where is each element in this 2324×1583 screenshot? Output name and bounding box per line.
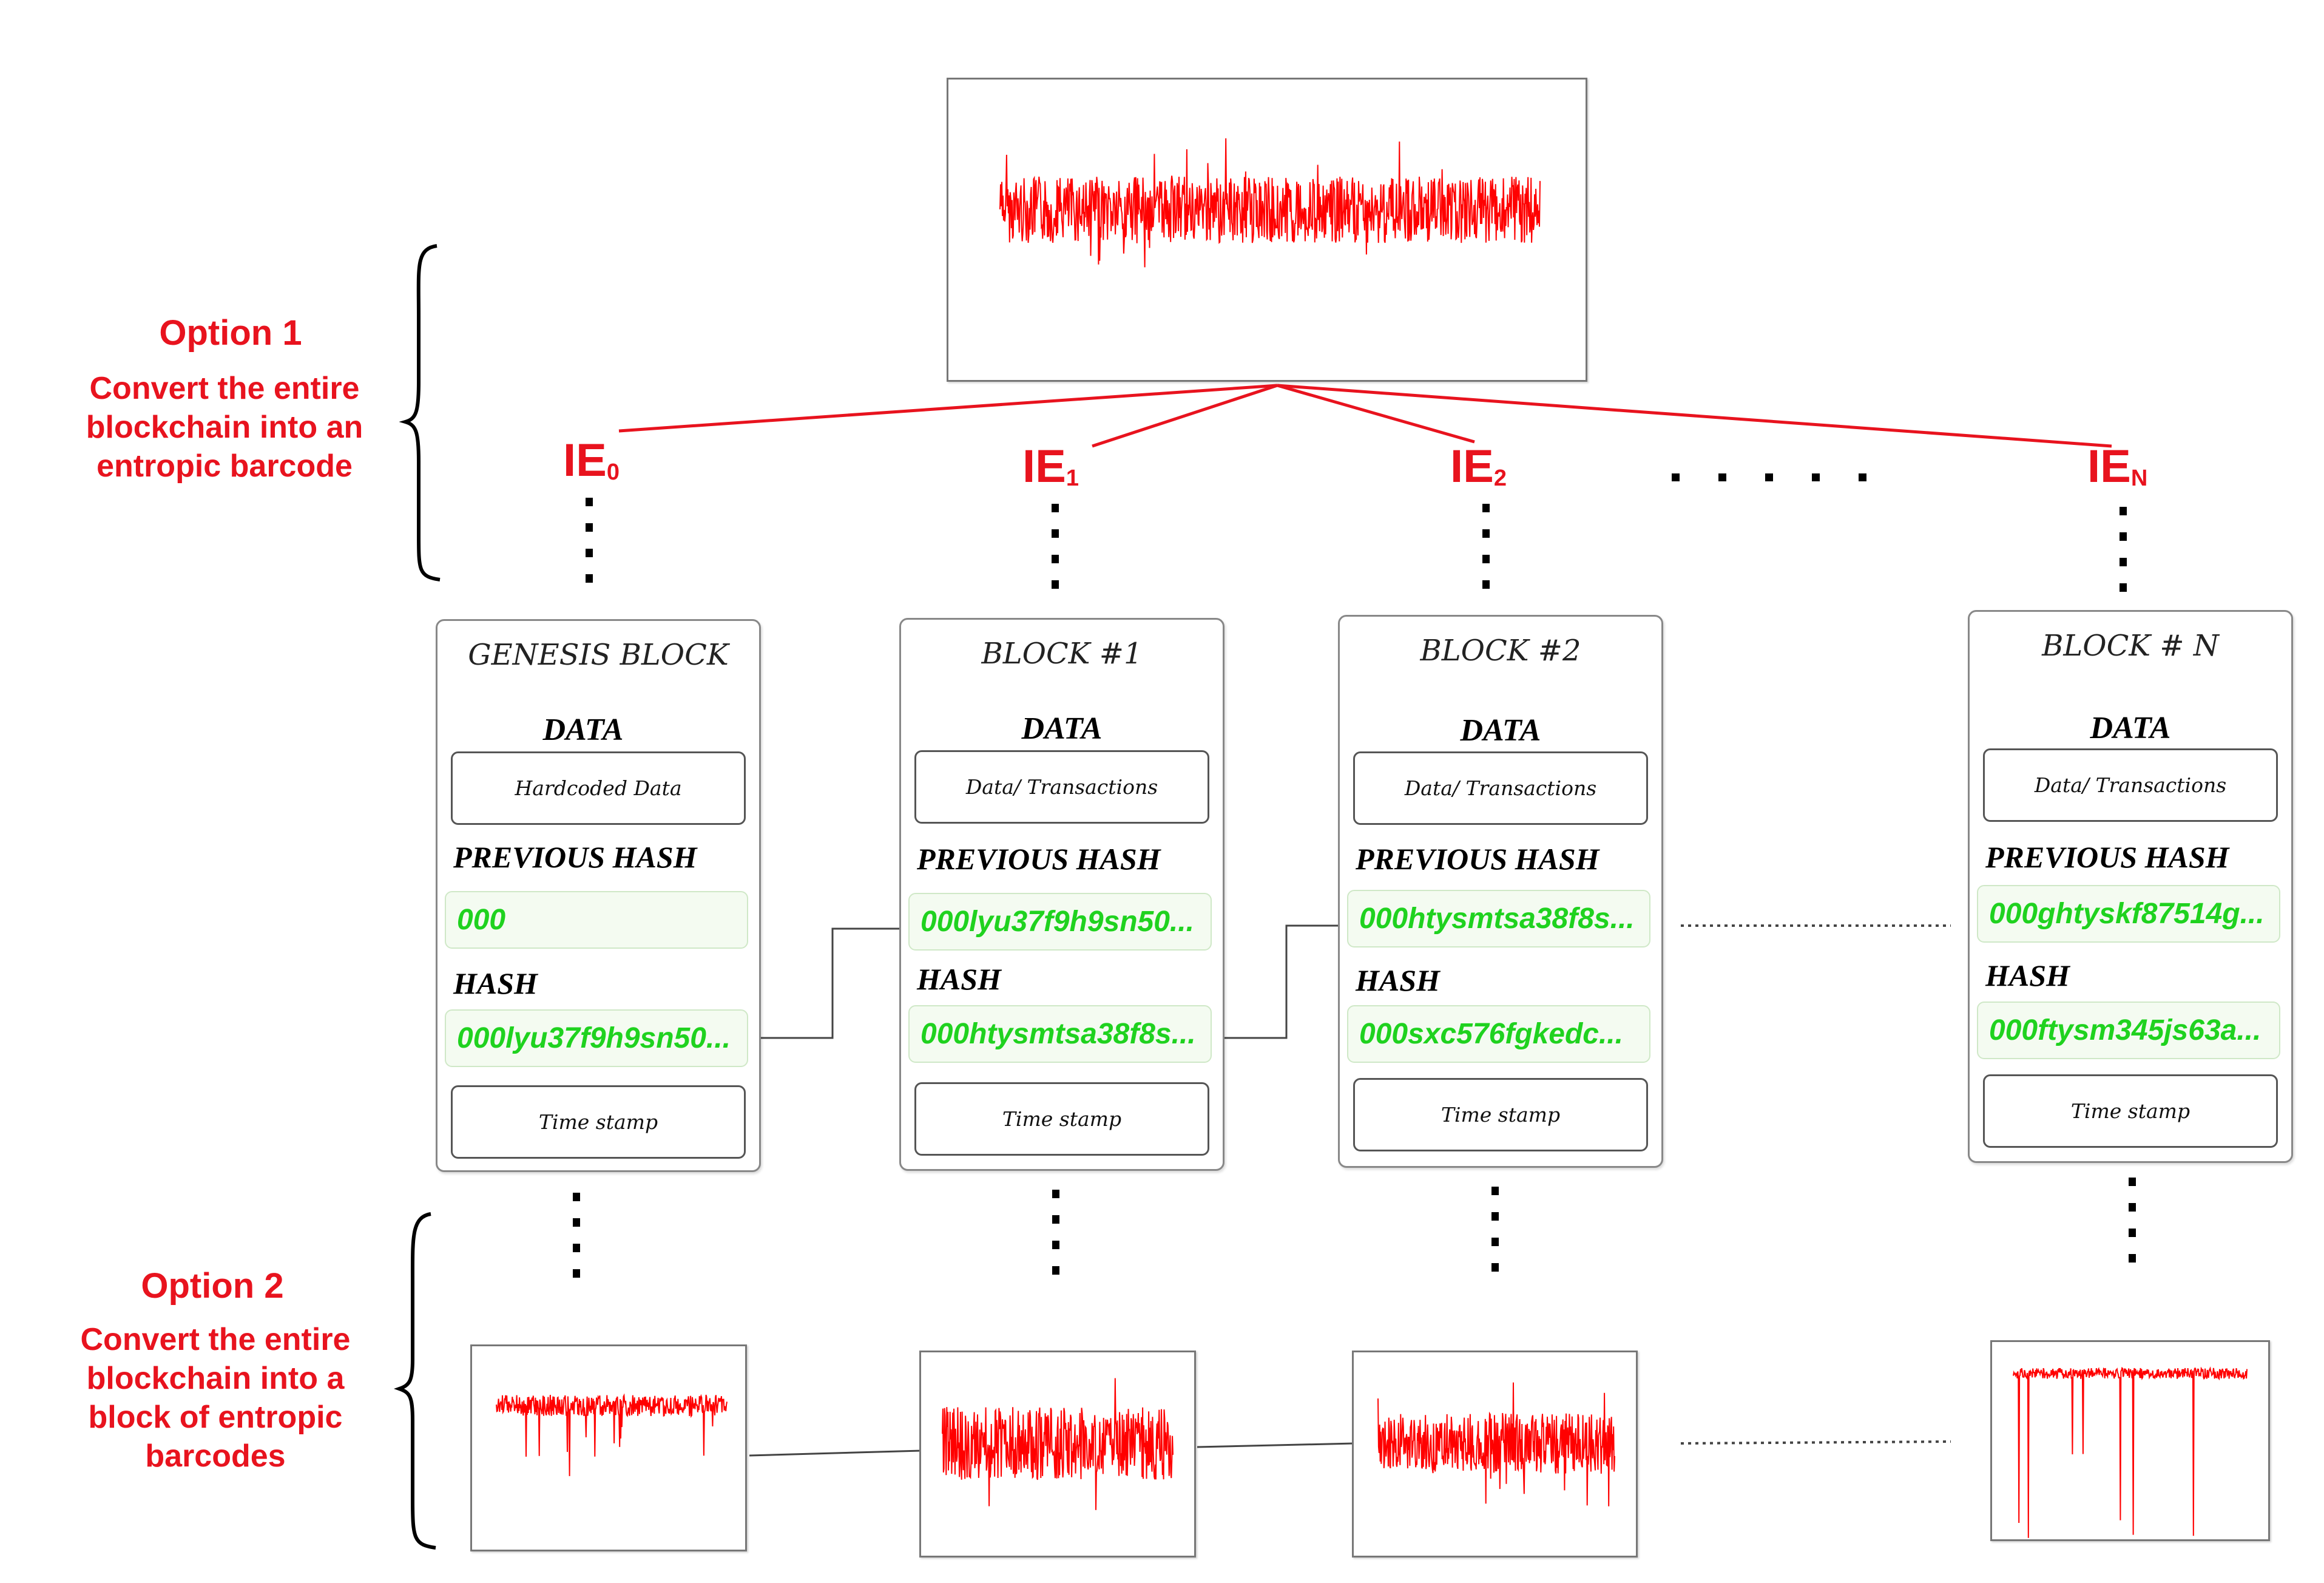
data-label: DATA <box>1021 711 1103 746</box>
option1-description: Convert the entire blockchain into an en… <box>67 369 382 486</box>
option1-title: Option 1 <box>159 313 302 353</box>
data-label: DATA <box>542 713 624 747</box>
option2-desc-line: barcodes <box>145 1439 286 1474</box>
block-title: BLOCK # N <box>2042 629 2219 663</box>
block-signal-line <box>2013 1366 2248 1538</box>
hash-value: 000sxc576fgkedc... <box>1347 1005 1650 1063</box>
timestamp-field: Time stamp <box>451 1085 746 1159</box>
block-2: BLOCK #2 DATA Data/ Transactions PREVIOU… <box>1338 615 1663 1168</box>
timestamp-field: Time stamp <box>1983 1074 2278 1148</box>
previous-hash-value: 000htysmtsa38f8s... <box>1347 890 1650 947</box>
vertical-dots <box>2120 507 2128 598</box>
block-1: BLOCK #1 DATA Data/ Transactions PREVIOU… <box>899 618 1224 1171</box>
block-n: BLOCK # N DATA Data/ Transactions PREVIO… <box>1968 610 2293 1163</box>
fan-line-ie2 <box>1277 384 1475 444</box>
previous-hash-value: 000ghtyskf87514g... <box>1977 885 2280 943</box>
block-title: BLOCK #1 <box>981 637 1143 671</box>
block-signal-line <box>496 1393 728 1476</box>
block-barcode-plot-1 <box>919 1351 1196 1558</box>
previous-hash-label: PREVIOUS HASH <box>1985 840 2229 874</box>
vertical-dots <box>1482 504 1491 595</box>
full-chain-signal-line <box>999 138 1541 268</box>
ie-label-n: IEN <box>2087 440 2147 493</box>
previous-hash-value: 000 <box>445 891 748 949</box>
vertical-dots <box>1491 1187 1500 1278</box>
option2-description: Convert the entire blockchain into a blo… <box>58 1320 373 1476</box>
chain-link-0-1 <box>760 927 907 1039</box>
previous-hash-label: PREVIOUS HASH <box>1356 842 1599 876</box>
previous-hash-label: PREVIOUS HASH <box>453 840 697 874</box>
vertical-dots <box>573 1193 581 1284</box>
full-chain-barcode-plot <box>947 78 1587 382</box>
data-label: DATA <box>1460 713 1541 748</box>
data-field: Data/ Transactions <box>914 750 1209 824</box>
option1-desc-line: Convert the entire <box>89 371 360 406</box>
ie-label-1: IE1 <box>1022 440 1079 493</box>
block-signal <box>2013 1366 2248 1538</box>
block-barcode-plot-0 <box>470 1344 747 1551</box>
ie-label-text: IE <box>1022 441 1066 492</box>
option2-desc-line: Convert the entire <box>80 1322 351 1357</box>
option2-desc-line: blockchain into a <box>86 1361 345 1396</box>
ie-label-2: IE2 <box>1450 440 1507 493</box>
timestamp-field: Time stamp <box>914 1082 1209 1156</box>
ie-label-text: IE <box>2087 441 2131 492</box>
ie-label-subscript: 1 <box>1066 466 1079 491</box>
block-title: GENESIS BLOCK <box>468 638 729 672</box>
vertical-dots <box>586 498 594 589</box>
genesis-block: GENESIS BLOCK DATA Hardcoded Data PREVIO… <box>436 619 761 1172</box>
data-field: Data/ Transactions <box>1353 751 1648 825</box>
block-signal <box>1377 1382 1615 1507</box>
fan-line-ien <box>1277 384 2112 448</box>
block-signal <box>496 1393 728 1476</box>
hash-value: 000htysmtsa38f8s... <box>908 1005 1212 1063</box>
option2-desc-line: block of entropic <box>88 1400 343 1435</box>
fan-line-ie1 <box>1092 384 1278 448</box>
option2-title: Option 2 <box>141 1266 284 1306</box>
data-field: Data/ Transactions <box>1983 748 2278 822</box>
timestamp-field: Time stamp <box>1353 1078 1648 1151</box>
chain-link-1-2 <box>1223 924 1347 1039</box>
option2-bracket <box>393 1212 436 1550</box>
data-field: Hardcoded Data <box>451 751 746 825</box>
hash-label: HASH <box>917 962 1001 996</box>
hash-label: HASH <box>1985 958 2070 992</box>
ie-ellipsis <box>1672 473 1866 481</box>
data-label: DATA <box>2090 711 2171 745</box>
ie-label-text: IE <box>563 435 607 486</box>
hash-value: 000lyu37f9h9sn50... <box>445 1009 748 1067</box>
option1-bracket <box>399 244 441 581</box>
vertical-dots <box>1052 504 1060 595</box>
block-signal <box>942 1378 1174 1510</box>
ie-label-subscript: 0 <box>606 459 620 485</box>
block-barcode-plot-n <box>1990 1340 2270 1541</box>
option1-desc-line: entropic barcode <box>96 449 353 484</box>
block-signal-line <box>1377 1382 1615 1507</box>
block-signal-line <box>942 1378 1174 1510</box>
ie-label-subscript: 2 <box>1493 466 1507 491</box>
fan-line-ie0 <box>618 384 1278 433</box>
full-chain-signal <box>999 138 1541 268</box>
hash-value: 000ftysm345js63a... <box>1977 1002 2280 1059</box>
barcode-dots-2-n <box>1680 1440 1951 1445</box>
block-title: BLOCK #2 <box>1420 634 1581 668</box>
vertical-dots <box>2129 1178 2137 1269</box>
block-barcode-plot-2 <box>1352 1351 1638 1558</box>
hash-label: HASH <box>1356 963 1440 997</box>
option1-desc-line: blockchain into an <box>86 410 363 445</box>
previous-hash-label: PREVIOUS HASH <box>917 842 1161 876</box>
previous-hash-value: 000lyu37f9h9sn50... <box>908 893 1212 951</box>
barcode-link-1-2 <box>1197 1442 1355 1448</box>
ie-label-text: IE <box>1450 441 1494 492</box>
ie-label-0: IE0 <box>563 434 620 487</box>
barcode-link-0-1 <box>749 1449 922 1457</box>
hash-label: HASH <box>453 966 538 1000</box>
vertical-dots <box>1052 1190 1061 1281</box>
ie-label-subscript: N <box>2130 466 2148 491</box>
